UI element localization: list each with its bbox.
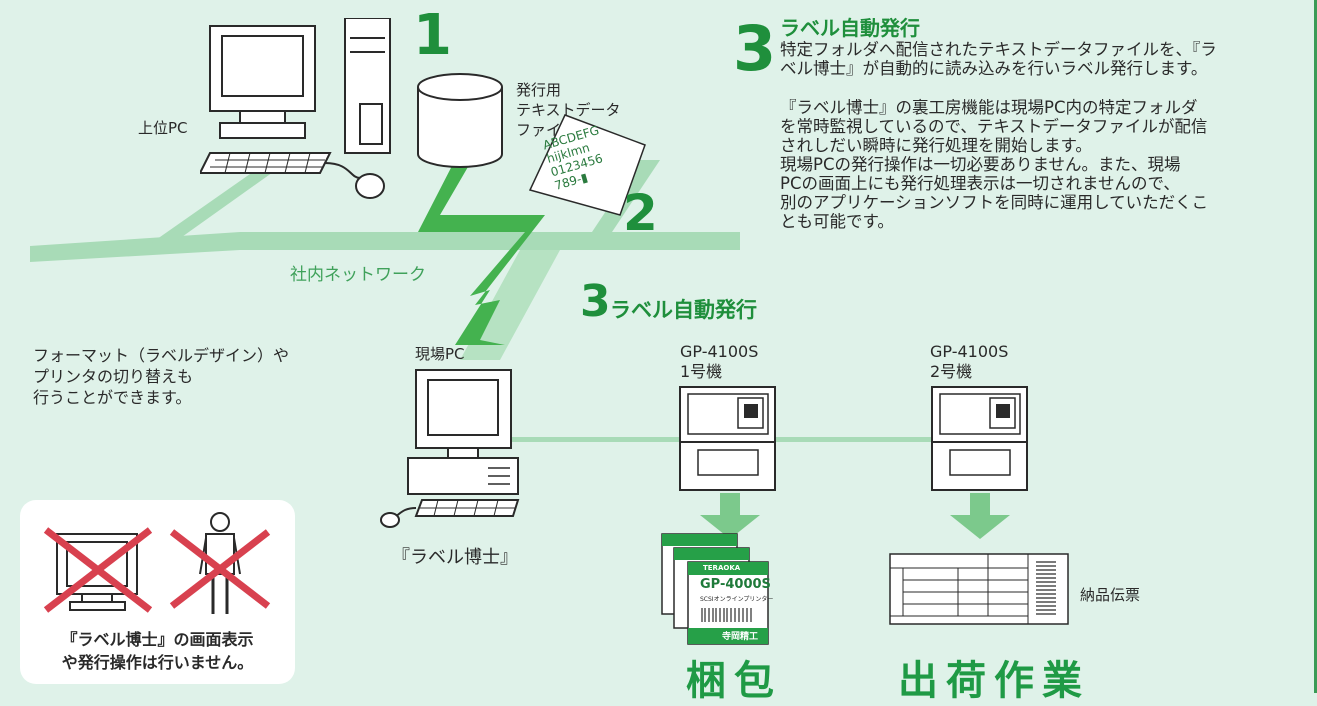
no-person-icon	[169, 512, 271, 614]
data-file-label-1: 発行用	[516, 81, 562, 99]
packing-title: 梱包	[686, 658, 782, 704]
info-paragraph-2: 『ラベル博士』の裏工房機能は現場PC内の特定フォルダ を常時監視しているので、テ…	[780, 98, 1209, 231]
host-pc-label: 上位PC	[138, 119, 188, 137]
lightning-bolt	[418, 160, 545, 345]
label-subtitle: SCSIオンラインプリンター	[700, 596, 774, 603]
info-title: ラベル自動発行	[780, 16, 920, 40]
text-file-paper-icon	[528, 114, 646, 216]
site-pc-label: 現場PC	[415, 345, 465, 363]
info-paragraph-1: 特定フォルダへ配信されたテキストデータファイルを、『ラ ベル博士』が自動的に読み…	[780, 40, 1217, 78]
database-icon	[417, 73, 503, 168]
info-step-number: 3	[733, 12, 777, 85]
step-1-number: 1	[413, 3, 452, 68]
label-brand: TERAOKA	[703, 564, 741, 572]
printer-2-unit: 2号機	[930, 362, 973, 381]
delivery-slip-icon	[889, 553, 1069, 625]
network-branch-host	[150, 160, 290, 244]
step-3-title: ラベル自動発行	[610, 298, 757, 322]
network-branch-site	[460, 250, 560, 360]
notice-text: 『ラベル博士』の画面表示 や発行操作は行いません。	[61, 630, 254, 672]
host-pc-icon	[200, 18, 391, 199]
shipping-title: 出荷作業	[898, 658, 1090, 704]
step-3-number: 3	[580, 276, 611, 327]
printer-2-model: GP-4100S	[930, 342, 1009, 361]
notice-box: 『ラベル博士』の画面表示 や発行操作は行いません。	[20, 500, 295, 684]
network-line	[30, 232, 740, 262]
label-maker: 寺岡精工	[722, 632, 759, 642]
data-file-label-2: テキストデータ	[516, 101, 621, 119]
step-2-number: 2	[623, 184, 658, 242]
site-pc-icon	[380, 369, 520, 528]
delivery-slip-label: 納品伝票	[1080, 586, 1141, 604]
right-border	[1314, 0, 1317, 693]
label-stack-icon	[661, 533, 769, 645]
arrow-down-icon	[700, 493, 760, 539]
no-monitor-icon	[43, 527, 152, 613]
network-label: 社内ネットワーク	[290, 265, 426, 285]
printer-2-icon	[931, 386, 1028, 491]
printer-1-icon	[679, 386, 776, 491]
label-model: GP-4000S	[700, 577, 771, 592]
printer-1-model: GP-4100S	[680, 342, 759, 361]
printer-1-unit: 1号機	[680, 362, 723, 381]
side-note-line-3: 行うことができます。	[33, 388, 192, 407]
label-hakase-caption: 『ラベル博士』	[392, 547, 518, 568]
arrow-down-icon	[950, 493, 1010, 539]
side-note-line-1: フォーマット（ラベルデザイン）や	[33, 346, 290, 365]
side-note-line-2: プリンタの切り替えも	[33, 367, 194, 386]
